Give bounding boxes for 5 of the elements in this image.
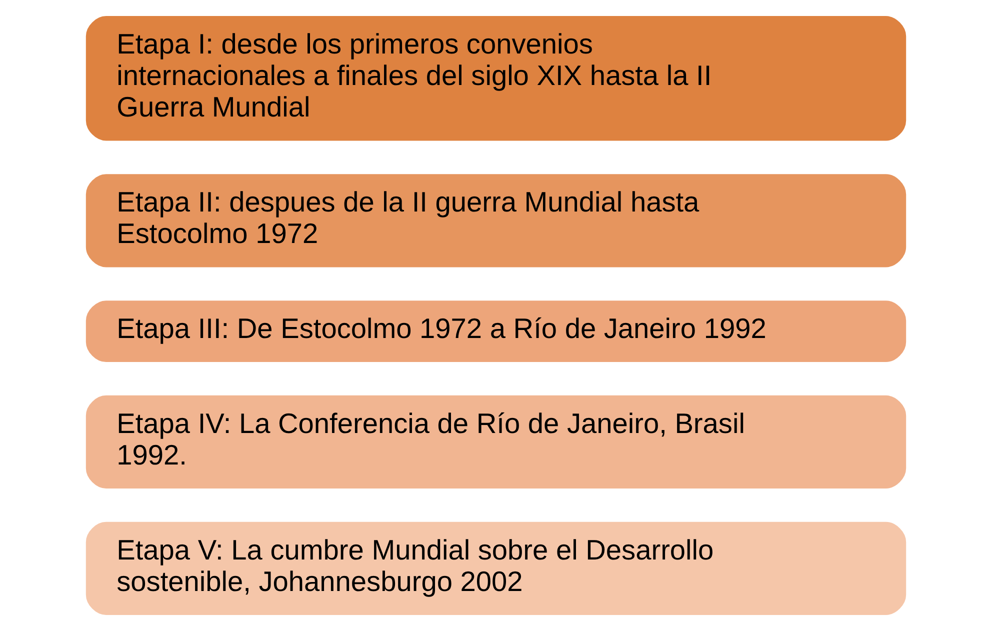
node-box: Etapa V: La cumbre Mundial sobre el Desarrollo sostenible, Johannesburgo 2002 [84, 520, 908, 617]
node-box: Etapa IV: La Conferencia de Río de Janeiro, Brasil 1992. [84, 394, 908, 490]
node-box: Etapa III: De Estocolmo 1972 a Río de Janeiro 1992 [84, 298, 908, 364]
node-box: Etapa I: desde los primeros convenios internacionales a finales del siglo XIX hasta la II Guerra Mundial [84, 14, 908, 142]
node-box: Etapa II: despues de la II guerra Mundial hasta Estocolmo 1972 [84, 172, 908, 269]
